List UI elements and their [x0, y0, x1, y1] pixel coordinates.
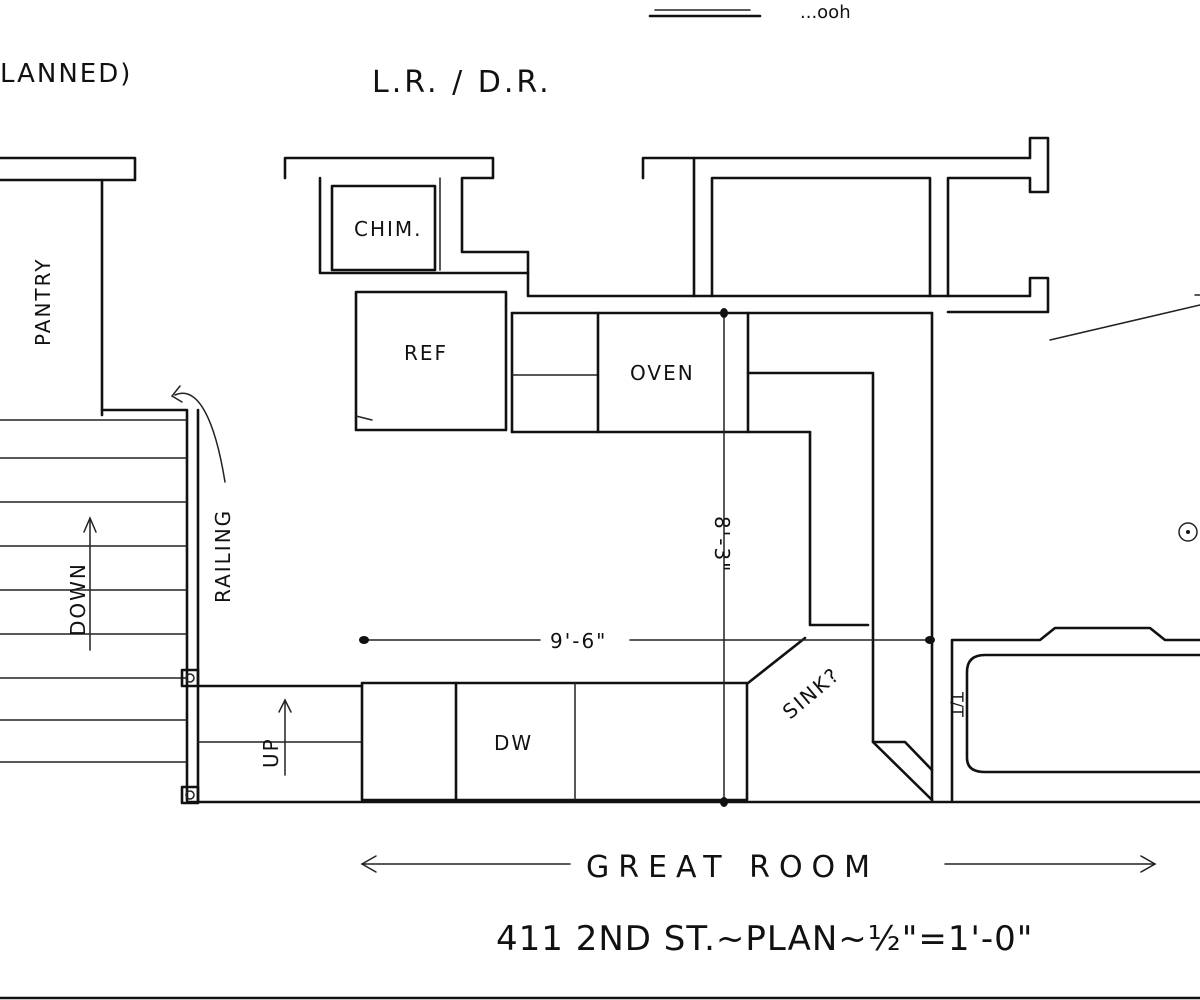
- dimension-horizontal-label: 9'-6": [550, 629, 607, 653]
- planned-label: LANNED): [0, 59, 132, 89]
- railing-arrow: [170, 385, 226, 483]
- refrigerator: [354, 290, 508, 432]
- top-wall-left: [0, 156, 137, 417]
- down-label: DOWN: [66, 562, 90, 636]
- up-label: UP: [259, 737, 283, 768]
- ref-label: REF: [404, 341, 448, 365]
- railing-label: RAILING: [211, 509, 235, 603]
- dimension-horizontal: [359, 636, 935, 644]
- top-fragment-text: ...ooh: [800, 2, 851, 23]
- great-room-label: GREAT ROOM: [586, 850, 879, 885]
- pantry-label: PANTRY: [31, 258, 55, 346]
- great-room-arrow: [360, 855, 1157, 873]
- bathtub: [950, 626, 1200, 802]
- tub-mark: T/T: [948, 691, 967, 717]
- fixture-circle: [1178, 522, 1198, 542]
- plan-title: 411 2ND ST.~PLAN~½"=1'-0": [496, 919, 1033, 959]
- lr-dr-label: L.R. / D.R.: [372, 65, 552, 100]
- dw-label: DW: [494, 731, 533, 755]
- oven-label: OVEN: [630, 361, 695, 385]
- sink-label: SINK?: [778, 662, 845, 724]
- stairs: [0, 408, 200, 805]
- dimension-vertical-label: 8'-3": [710, 516, 734, 573]
- top-wall-right: [641, 136, 1050, 314]
- chimney-wall: [283, 156, 696, 298]
- top-fragment: ...ooh: [648, 2, 851, 23]
- chim-label: CHIM.: [354, 217, 423, 241]
- dimension-vertical: [720, 308, 728, 807]
- door-swing-right: [1049, 294, 1200, 341]
- lower-counters: [196, 681, 749, 802]
